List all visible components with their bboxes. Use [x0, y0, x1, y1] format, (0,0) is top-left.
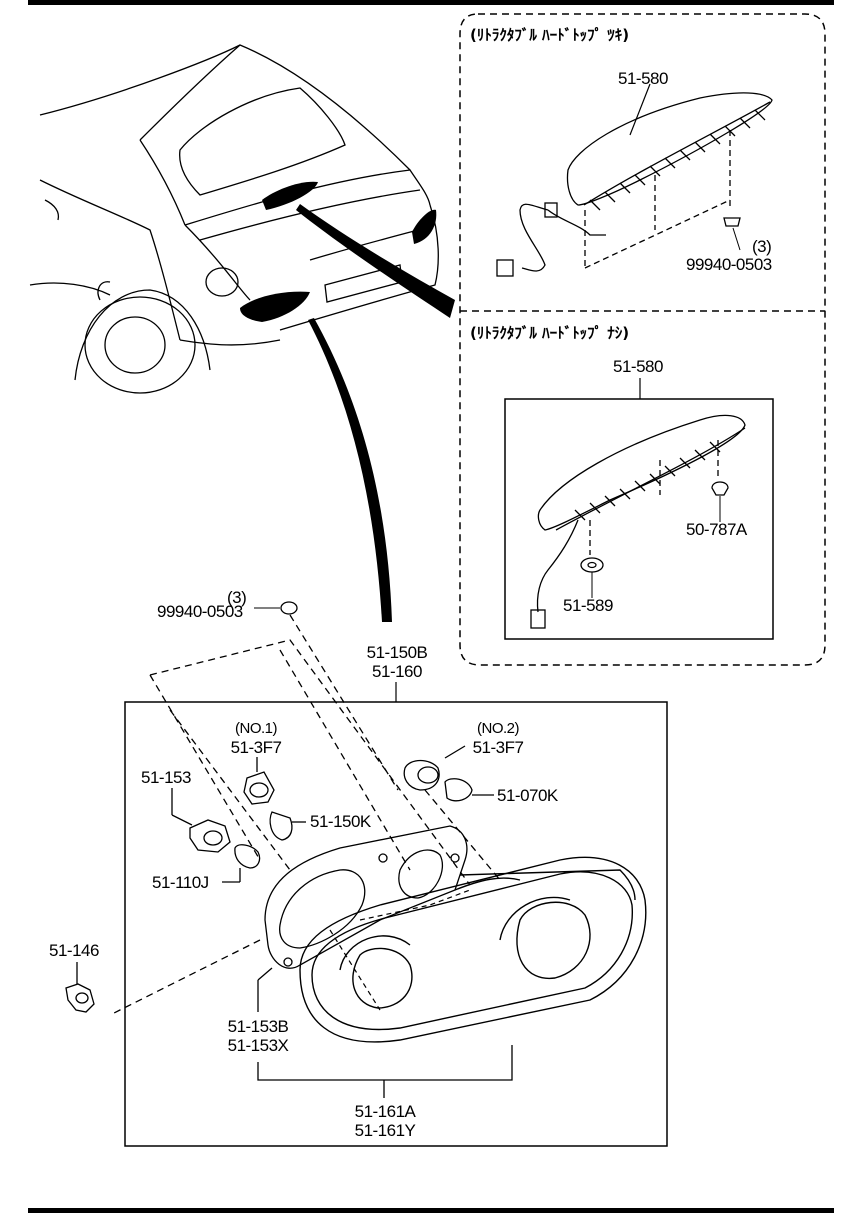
inset-b-clip: [711, 481, 729, 496]
socket-no2-label: (NO.2) 51-3F7: [460, 719, 536, 757]
screw-label: 51-146: [49, 941, 99, 960]
car-illustration: [29, 44, 439, 394]
inset-frame: [459, 13, 826, 666]
lens-label: 51-161A 51-161Y: [342, 1102, 428, 1140]
gasket: [264, 825, 468, 969]
main-nut: [280, 601, 298, 615]
inset-with-hardtop-header: (ﾘﾄﾗｸﾀﾌﾞﾙ ﾊｰﾄﾞﾄｯﾌﾟ ﾂｷ): [470, 26, 630, 44]
gasket-label-b: 51-153X: [227, 1036, 289, 1055]
assembly-label-a: 51-150B: [366, 643, 428, 662]
bulb-150k-label: 51-150K: [310, 812, 371, 831]
inset-without-hardtop-grommet-label: 51-589: [563, 596, 613, 615]
inset-a-nut: [723, 217, 741, 227]
assembly-label: 51-150B 51-160: [352, 643, 442, 681]
socket-no2-note: (NO.2): [477, 720, 520, 737]
gasket-label-a: 51-153B: [227, 1017, 289, 1036]
socket-153-label: 51-153: [141, 768, 191, 787]
top-border: [28, 0, 834, 5]
inset-b-lamp: [530, 414, 746, 629]
bottom-border: [28, 1208, 834, 1213]
lens-label-a: 51-161A: [354, 1102, 416, 1121]
inset-a-dashes: [584, 130, 731, 269]
car-rear-lamp-right: [412, 209, 437, 244]
inset-b-box: [504, 398, 774, 640]
main-nut-label: 99940-0503: [157, 602, 243, 621]
housing-dashes: [329, 889, 471, 1011]
sockets-bulbs: [65, 745, 513, 1098]
inset-without-hardtop-clip-label: 50-787A: [686, 520, 747, 539]
car-high-mount-lamp: [262, 181, 318, 210]
inset-b-grommet: [580, 557, 604, 573]
inset-a-lamp: [496, 92, 773, 277]
socket-no1-note: (NO.1): [235, 720, 278, 737]
main-nut-qty: (3): [227, 588, 247, 607]
inset-with-hardtop-qty: (3): [752, 237, 772, 256]
inset-with-hardtop-nut-label: 99940-0503: [686, 255, 772, 274]
leader-wedge-upper: [296, 204, 455, 318]
lamp-housing: [299, 856, 647, 1043]
assembly-dashes: [109, 614, 501, 1016]
inset-without-hardtop-lamp-label: 51-580: [613, 357, 663, 376]
bulb-110j-label: 51-110J: [152, 873, 209, 892]
gasket-label: 51-153B 51-153X: [215, 1017, 301, 1055]
socket-no2-part: 51-3F7: [472, 738, 524, 757]
inset-without-hardtop-header: (ﾘﾄﾗｸﾀﾌﾞﾙ ﾊｰﾄﾞﾄｯﾌﾟ ﾅｼ): [470, 324, 630, 342]
inset-with-hardtop-lamp-label: 51-580: [618, 69, 668, 88]
car-rear-lamp-left: [240, 291, 310, 322]
assembly-label-b: 51-160: [372, 662, 422, 681]
lens-label-b: 51-161Y: [354, 1121, 416, 1140]
leader-wedge-lower: [308, 318, 392, 622]
inset-b-dashes: [589, 440, 719, 555]
bulb-070k-label: 51-070K: [497, 786, 558, 805]
socket-no1-label: (NO.1) 51-3F7: [218, 719, 294, 757]
socket-no1-part: 51-3F7: [230, 738, 282, 757]
